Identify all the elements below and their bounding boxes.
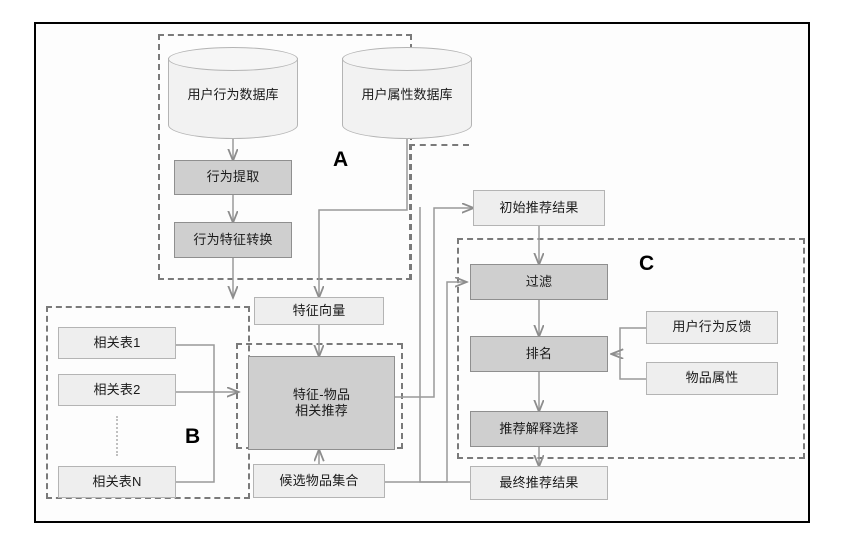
node-filter[interactable]: 过滤 (470, 264, 608, 300)
node-candidate-item-set[interactable]: 候选物品集合 (253, 464, 385, 498)
datastore-user-attribute-db[interactable]: 用户属性数据库 (342, 47, 472, 139)
node-item-attribute[interactable]: 物品属性 (646, 362, 778, 395)
node-ranking[interactable]: 排名 (470, 336, 608, 372)
datastore-label: 用户行为数据库 (187, 86, 279, 102)
cylinder-top (342, 47, 472, 71)
node-final-recommend-result[interactable]: 最终推荐结果 (470, 466, 608, 500)
group-label-b: B (185, 425, 201, 448)
group-region-a (158, 34, 412, 280)
node-behavior-feature-transform[interactable]: 行为特征转换 (174, 222, 292, 258)
node-recommend-explanation-select[interactable]: 推荐解释选择 (470, 411, 608, 447)
cylinder-body (168, 58, 298, 139)
datastore-user-behavior-db[interactable]: 用户行为数据库 (168, 47, 298, 139)
relation-table-ellipsis (116, 416, 120, 456)
node-feature-item-recommend[interactable]: 特征-物品 相关推荐 (248, 356, 395, 450)
group-label-c: C (639, 252, 655, 275)
node-label-line-2: 相关推荐 (295, 403, 348, 418)
node-relation-table-2[interactable]: 相关表2 (58, 374, 176, 406)
node-behavior-extraction[interactable]: 行为提取 (174, 160, 292, 195)
node-relation-table-1[interactable]: 相关表1 (58, 327, 176, 359)
node-relation-table-n[interactable]: 相关表N (58, 466, 176, 498)
node-feature-vector[interactable]: 特征向量 (254, 297, 384, 325)
cylinder-top (168, 47, 298, 71)
node-label-line-1: 特征-物品 (292, 386, 351, 402)
node-initial-recommend-result[interactable]: 初始推荐结果 (473, 190, 605, 226)
node-user-behavior-feedback[interactable]: 用户行为反馈 (646, 311, 778, 344)
cylinder-body (342, 58, 472, 139)
datastore-label: 用户属性数据库 (361, 86, 453, 102)
group-region-a-extension (409, 144, 469, 280)
group-label-a: A (333, 148, 349, 171)
